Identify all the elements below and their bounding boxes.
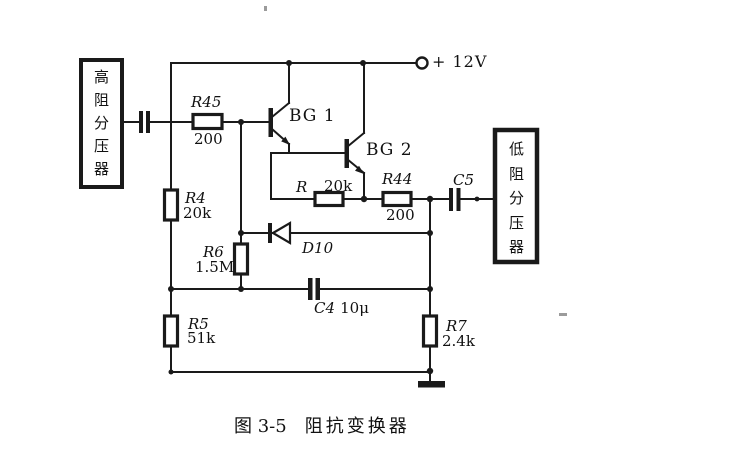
figure-number: 图 3-5 <box>234 416 287 437</box>
figure-title: 阻抗变换器 <box>304 416 410 437</box>
transistor-bg1 <box>268 62 291 154</box>
scan-speck <box>264 6 267 11</box>
d10-label: D10 <box>302 239 334 257</box>
r4-value: 20k <box>183 204 212 222</box>
d10-triangle <box>270 221 292 245</box>
input-capacitor <box>139 111 150 133</box>
supply-terminal <box>415 56 429 70</box>
r44-label: R44 <box>382 170 413 188</box>
d10-cathode-bar <box>268 223 272 243</box>
bg2-label: BG 2 <box>366 140 413 160</box>
resistor-r5-body <box>162 314 180 348</box>
input-block-label: 高阻分压器 <box>93 68 109 178</box>
c4-value: 10μ <box>340 299 369 317</box>
bg1-base-bar <box>268 108 273 137</box>
capacitor-c5 <box>449 188 461 211</box>
resistor-r6-body <box>232 242 250 276</box>
bg2-base-bar <box>344 139 349 168</box>
input-block-box <box>79 58 124 189</box>
r7-value: 2.4k <box>442 332 475 350</box>
c4-label: C4 10μ <box>314 298 369 317</box>
diode-d10 <box>268 221 292 245</box>
output-block-label: 低阻分压器 <box>508 140 524 256</box>
r6-value: 1.5M <box>195 258 235 276</box>
scan-speck <box>559 313 567 316</box>
r44-value: 200 <box>386 206 415 224</box>
output-block-box <box>492 127 540 265</box>
r5-label: R5 <box>188 315 209 333</box>
junction-dots <box>168 60 480 375</box>
figure-caption: 图 3-5 阻抗变换器 <box>234 412 410 438</box>
r45-value: 200 <box>194 130 223 148</box>
r45-label: R45 <box>191 93 222 111</box>
r4-label: R4 <box>185 189 206 207</box>
bg1-label: BG 1 <box>289 106 336 126</box>
r7-label: R7 <box>446 317 467 335</box>
r-label: R <box>296 178 308 196</box>
bg1-collector <box>270 62 291 119</box>
resistor-r7-body <box>421 314 439 348</box>
bg1-emitter-arrow <box>281 136 290 145</box>
bg2-collector <box>345 62 366 149</box>
r6-label: R6 <box>203 243 224 261</box>
resistor-r44-body <box>381 190 413 208</box>
transistor-bg2 <box>344 62 366 200</box>
r-value: 20k <box>324 177 353 195</box>
r5-value: 51k <box>187 329 216 347</box>
resistor-r4-body <box>162 188 180 222</box>
bg2-emitter-arrow <box>355 165 364 174</box>
resistor-r45-body <box>191 112 224 131</box>
capacitor-c4 <box>308 278 320 300</box>
r-left-wire <box>270 152 316 200</box>
c5-label: C5 <box>453 171 475 189</box>
supply-label: + 12V <box>432 52 488 71</box>
c4-name: C4 <box>314 299 336 317</box>
